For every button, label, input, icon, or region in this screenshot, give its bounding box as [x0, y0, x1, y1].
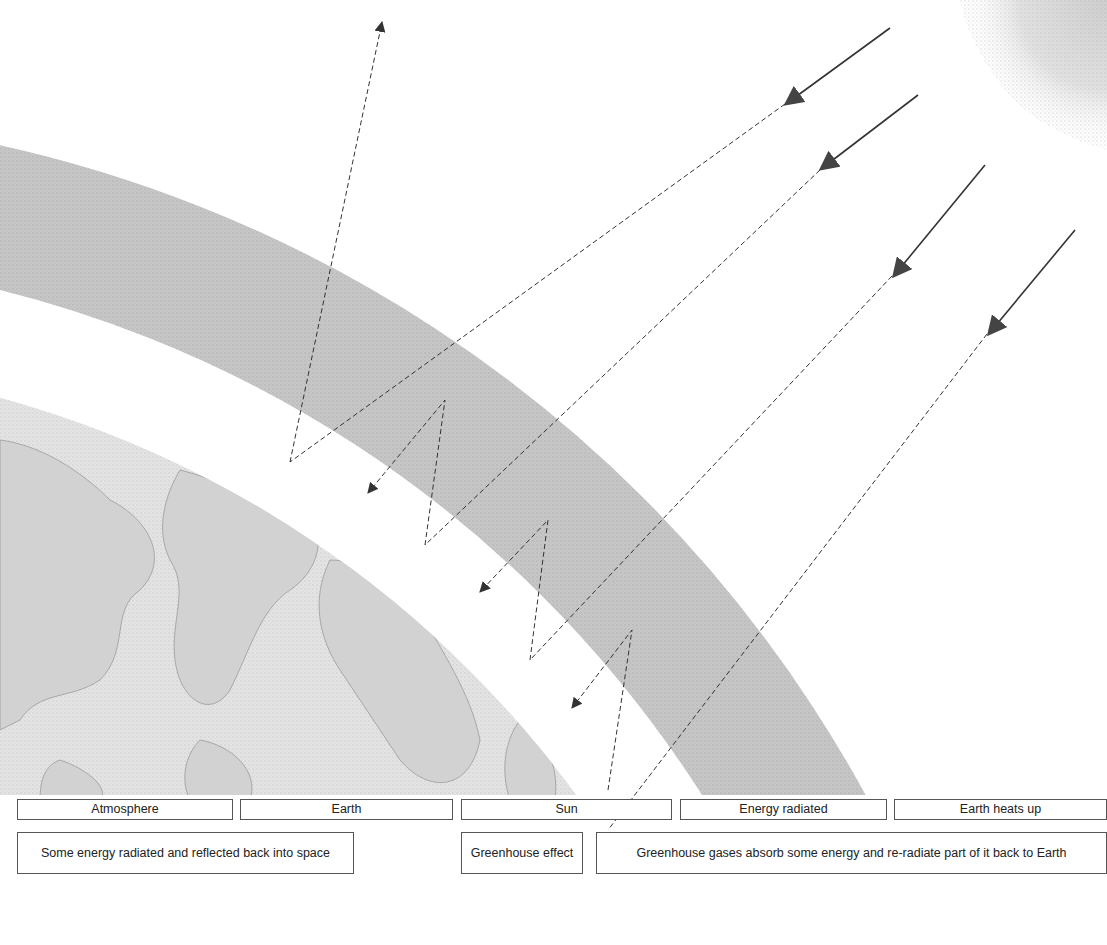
label-box: Sun [461, 799, 672, 820]
label-box: Atmosphere [17, 799, 233, 820]
energy-path [290, 22, 987, 830]
label-box: Earth [240, 799, 453, 820]
label-box: Earth heats up [894, 799, 1107, 820]
label-text: Energy radiated [739, 802, 827, 817]
label-text: Earth [332, 802, 362, 817]
label-text: Greenhouse effect [471, 846, 574, 861]
label-text: Earth heats up [960, 802, 1041, 817]
sun [960, 0, 1107, 150]
label-text: Atmosphere [91, 802, 158, 817]
label-text: Sun [555, 802, 577, 817]
label-text: Greenhouse gases absorb some energy and … [636, 846, 1066, 861]
earth-globe [0, 360, 780, 795]
label-box: Greenhouse effect [461, 832, 583, 874]
label-text: Some energy radiated and reflected back … [41, 846, 330, 861]
atmosphere-band [0, 186, 955, 796]
label-box: Energy radiated [680, 799, 887, 820]
label-box: Some energy radiated and reflected back … [17, 832, 354, 874]
sun-ray [790, 28, 1075, 330]
label-box: Greenhouse gases absorb some energy and … [596, 832, 1107, 874]
